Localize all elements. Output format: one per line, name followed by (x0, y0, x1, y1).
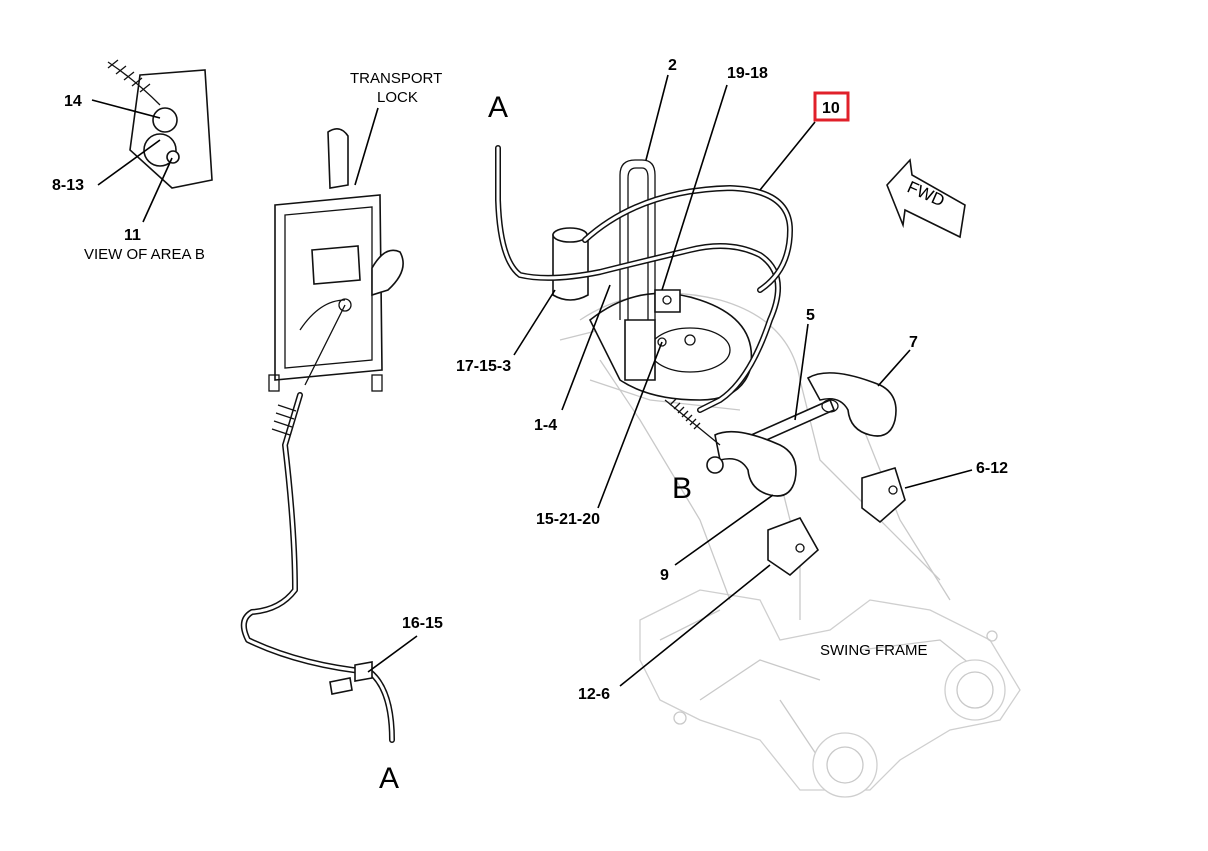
control-cable (495, 145, 793, 413)
callout-2: 2 (668, 57, 677, 74)
callout-12-6: 12-6 (578, 686, 610, 703)
highlight-box (813, 91, 850, 122)
callout-7: 7 (909, 334, 918, 351)
swing-frame-caption: SWING FRAME (820, 642, 928, 659)
main-assembly (552, 159, 906, 577)
leader-lines (91, 74, 973, 687)
callout-8-13: 8-13 (52, 177, 84, 194)
callout-14: 14 (64, 93, 82, 110)
callout-19-18: 19-18 (727, 65, 768, 82)
forward-arrow: FWD (886, 158, 966, 239)
lever-cable (240, 392, 395, 743)
letter-a-top: A (488, 91, 508, 124)
letter-a-bottom: A (379, 762, 399, 795)
callout-17-15-3: 17-15-3 (456, 358, 511, 375)
callout-10: 10 (822, 100, 840, 117)
callout-5: 5 (806, 307, 815, 324)
transport-caption: TRANSPORT (350, 70, 442, 87)
view-area-b-caption: VIEW OF AREA B (84, 246, 205, 263)
callout-1-4: 1-4 (534, 417, 557, 434)
callout-11: 11 (124, 227, 141, 244)
letter-b: B (672, 472, 692, 505)
lock-caption: LOCK (377, 89, 418, 106)
callout-labels: 14 8-13 11 VIEW OF AREA B TRANSPORT LOCK… (52, 57, 1008, 795)
callout-9: 9 (660, 567, 669, 584)
callout-16-15: 16-15 (402, 615, 443, 632)
callout-6-12: 6-12 (976, 460, 1008, 477)
transport-lock-lever (268, 128, 404, 392)
area-b-detail (107, 59, 213, 189)
callout-15-21-20: 15-21-20 (536, 511, 600, 528)
